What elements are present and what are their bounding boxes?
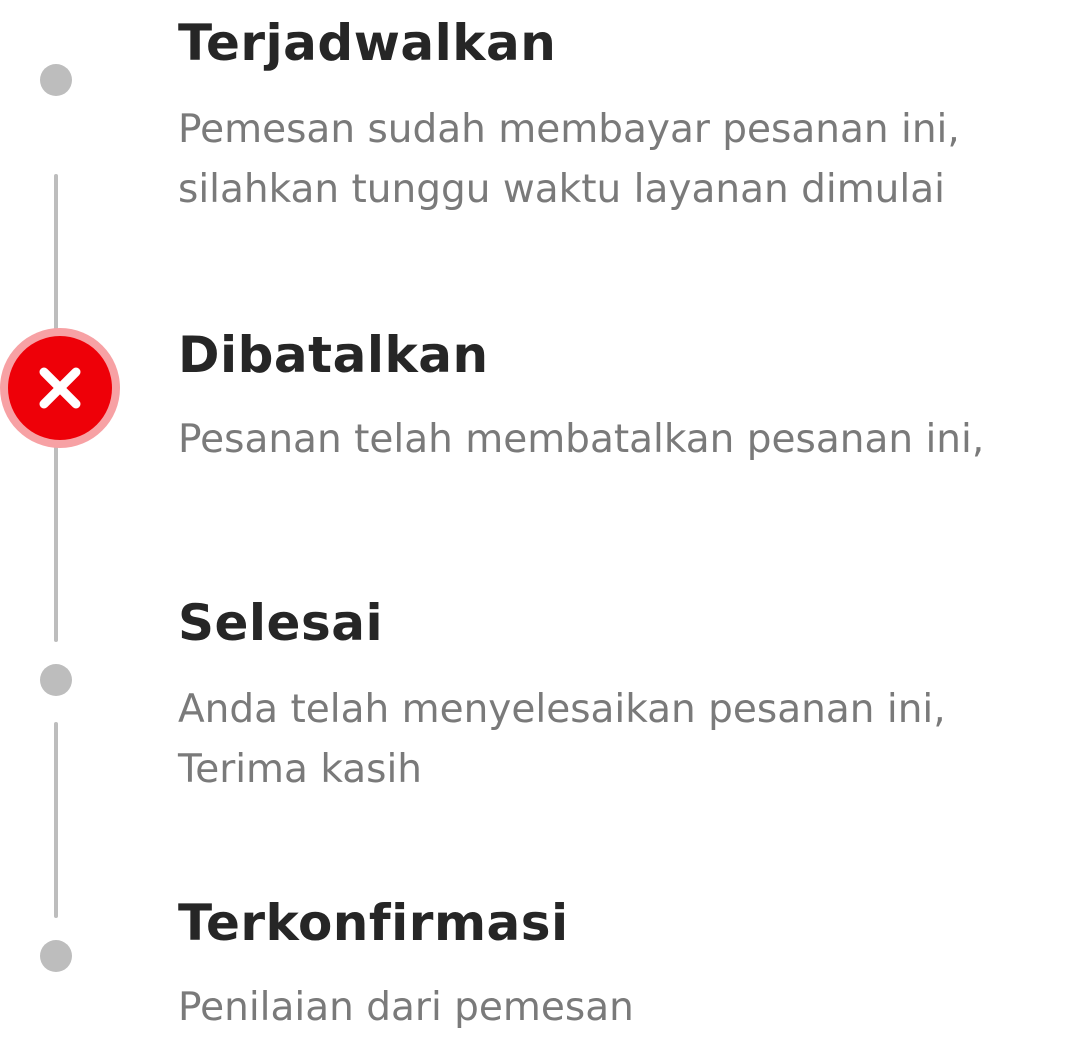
cancelled-badge <box>8 336 112 440</box>
step-description: Pesanan telah membatalkan pesanan ini, <box>178 417 985 462</box>
step-title: Terkonfirmasi <box>178 894 569 952</box>
step-indicator-dot <box>40 940 72 972</box>
close-icon <box>39 367 81 409</box>
step-description: Pemesan sudah membayar pesanan ini, sila… <box>178 107 960 212</box>
step-title: Selesai <box>178 594 384 652</box>
cancelled-step-indicator <box>0 328 120 448</box>
step-indicator-dot <box>40 64 72 96</box>
timeline-connector <box>54 444 58 642</box>
step-description: Penilaian dari pemesan <box>178 985 634 1030</box>
timeline-connector <box>54 722 58 918</box>
step-indicator-dot <box>40 664 72 696</box>
step-title: Dibatalkan <box>178 326 489 384</box>
step-description: Anda telah menyelesaikan pesanan ini, Te… <box>178 687 946 792</box>
timeline-connector <box>54 174 58 332</box>
step-title: Terjadwalkan <box>178 14 557 72</box>
